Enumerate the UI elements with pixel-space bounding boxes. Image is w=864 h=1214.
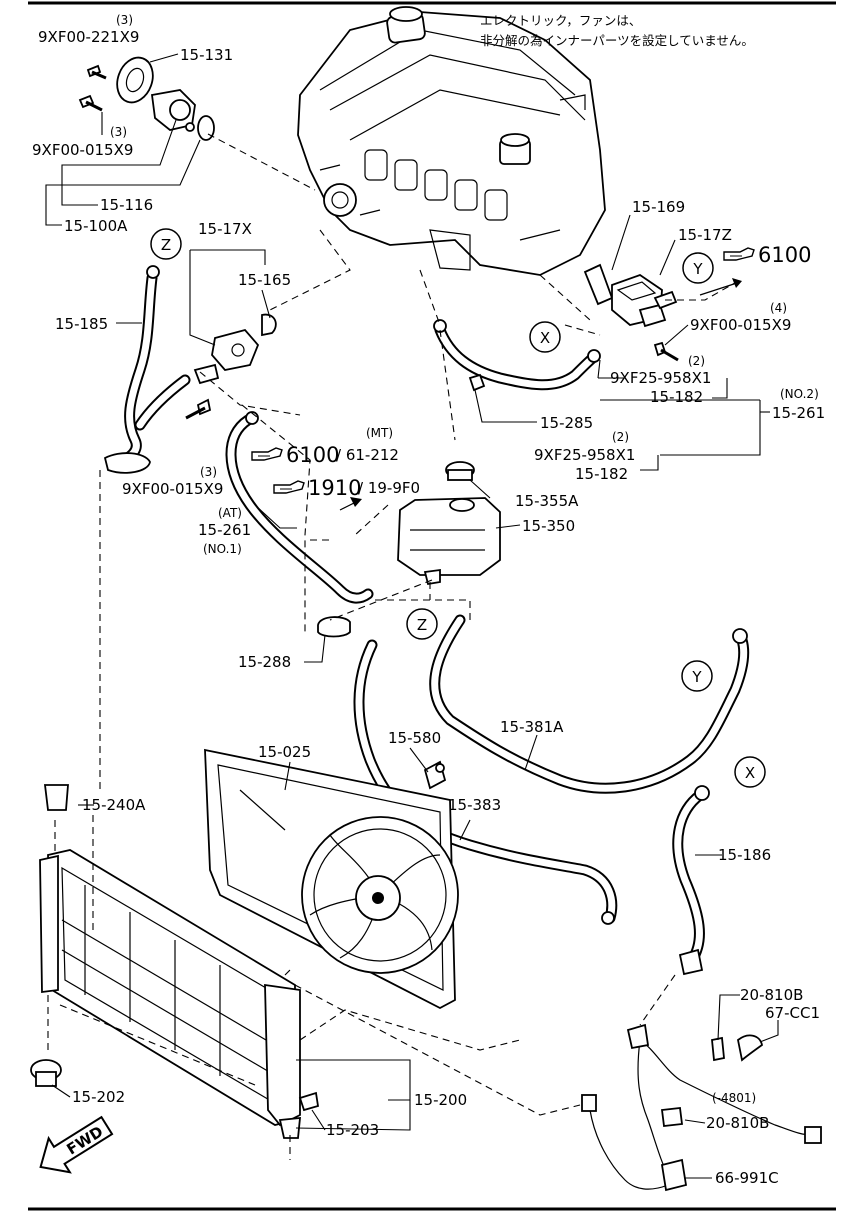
marker-x-1: X	[529, 321, 561, 353]
marker-y-1-text: Y	[692, 260, 703, 278]
marker-x-2-text: X	[745, 764, 755, 782]
label-15-186: 15-186	[718, 846, 771, 864]
label-15-285: 15-285	[540, 414, 593, 432]
water-outlet-assembly	[78, 56, 215, 141]
label-67-cc1: 67-CC1	[765, 1004, 820, 1022]
reference-hand-icon	[273, 480, 305, 494]
expansion-tank	[397, 461, 501, 586]
label-15-261-left: 15-261	[198, 521, 251, 539]
label-15-203: 15-203	[326, 1121, 379, 1139]
label-9xf00-015x9-left-qty: (3)	[200, 465, 217, 479]
label-20-810b-top: 20-810B	[740, 986, 803, 1004]
frame-lines	[28, 1, 836, 1211]
label-15-261-right: 15-261	[772, 404, 825, 422]
marker-x-1-text: X	[540, 329, 550, 347]
label-no1: (NO.1)	[203, 542, 242, 556]
reference-hand-icon	[723, 247, 755, 261]
label-no2: (NO.2)	[780, 387, 819, 401]
hose-15-383	[353, 639, 618, 925]
label-66-991c: 66-991C	[715, 1169, 779, 1187]
fwd-arrow-icon: FWD	[39, 1115, 114, 1174]
direction-arrows	[339, 278, 742, 511]
notice-line1: エレクトリック，ファンは、	[480, 13, 641, 28]
label-15-202: 15-202	[72, 1088, 125, 1106]
label-15-025: 15-025	[258, 743, 311, 761]
marker-z-2-text: Z	[417, 616, 427, 634]
label-19-9f0: / 19-9F0	[358, 479, 420, 497]
label-9xf00-015x9-top: 9XF00-015X9	[32, 141, 133, 159]
marker-z-1: Z	[150, 228, 182, 260]
label-15-116: 15-116	[100, 196, 153, 214]
label-9xf00-015x9-right: 9XF00-015X9	[690, 316, 791, 334]
hose-15-186	[672, 785, 710, 976]
label-15-288: 15-288	[238, 653, 291, 671]
label-15-165: 15-165	[238, 271, 291, 289]
label-9xf00-015x9-top-qty: (3)	[110, 125, 127, 139]
label-9xf25-958x1-b: 9XF25-958X1	[534, 446, 635, 464]
label-15-182-b: 15-182	[575, 465, 628, 483]
label-9xf00-221x9-qty: (3)	[116, 13, 133, 27]
engine-block	[297, 6, 606, 276]
marker-y-2-text: Y	[691, 668, 702, 686]
label-ref-6100-a: 6100	[758, 243, 811, 267]
guide-lines	[47, 133, 741, 1160]
leader-lines	[45, 53, 779, 1179]
label-9xf00-015x9-right-qty: (4)	[770, 301, 787, 315]
radiator	[30, 784, 320, 1139]
label-15-383: 15-383	[448, 796, 501, 814]
label-15-131: 15-131	[180, 46, 233, 64]
hose-15-381a	[429, 614, 750, 794]
label-9xf25-958x1-b-qty: (2)	[612, 430, 629, 444]
label-ref-1910: 1910	[308, 476, 361, 500]
label-9xf25-958x1-a-qty: (2)	[688, 354, 705, 368]
marker-x-2: X	[734, 756, 766, 788]
notice-line2: 非分解の為インナーパーツを設定していません。	[480, 33, 754, 48]
fan-shroud	[204, 748, 459, 1010]
reference-hand-icon	[251, 447, 283, 461]
marker-y-1: Y	[682, 252, 714, 284]
label-15-100a: 15-100A	[64, 217, 128, 235]
label-9xf25-958x1-a: 9XF25-958X1	[610, 369, 711, 387]
marker-z-1-text: Z	[161, 236, 171, 254]
label-15-350: 15-350	[522, 517, 575, 535]
label-4801: (-4801)	[712, 1091, 756, 1105]
label-15-17x: 15-17X	[198, 220, 252, 238]
clamp-15-580	[423, 760, 447, 790]
label-15-580: 15-580	[388, 729, 441, 747]
thermostat-housing-17z	[583, 263, 679, 362]
label-mt: (MT)	[366, 426, 393, 440]
label-9xf00-221x9: 9XF00-221X9	[38, 28, 139, 46]
marker-z-2: Z	[406, 608, 438, 640]
clamp-15-288	[317, 616, 351, 638]
water-pipe-17x	[185, 313, 277, 420]
hose-15-261-no1	[225, 411, 374, 604]
label-15-240a: 15-240A	[82, 796, 146, 814]
part-labels: (3) 9XF00-221X9 15-131 (3) 9XF00-015X9 1…	[32, 13, 825, 1187]
label-ref-6100-b: 6100	[286, 443, 339, 467]
label-15-185: 15-185	[55, 315, 108, 333]
label-20-810b-bottom: 20-810B	[706, 1114, 769, 1132]
wiring-harness	[581, 1023, 822, 1192]
label-15-182-a: 15-182	[650, 388, 703, 406]
label-15-200: 15-200	[414, 1091, 467, 1109]
label-at: (AT)	[218, 506, 242, 520]
notice-text: エレクトリック，ファンは、 非分解の為インナーパーツを設定していません。	[480, 13, 754, 48]
label-15-381a: 15-381A	[500, 718, 564, 736]
hose-15-261-no2	[433, 319, 601, 392]
hose-15-185	[103, 265, 191, 474]
label-61-212: / 61-212	[336, 446, 399, 464]
label-9xf00-015x9-left: 9XF00-015X9	[122, 480, 223, 498]
marker-y-2: Y	[681, 660, 713, 692]
label-15-17z: 15-17Z	[678, 226, 732, 244]
label-15-169: 15-169	[632, 198, 685, 216]
label-15-355a: 15-355A	[515, 492, 579, 510]
